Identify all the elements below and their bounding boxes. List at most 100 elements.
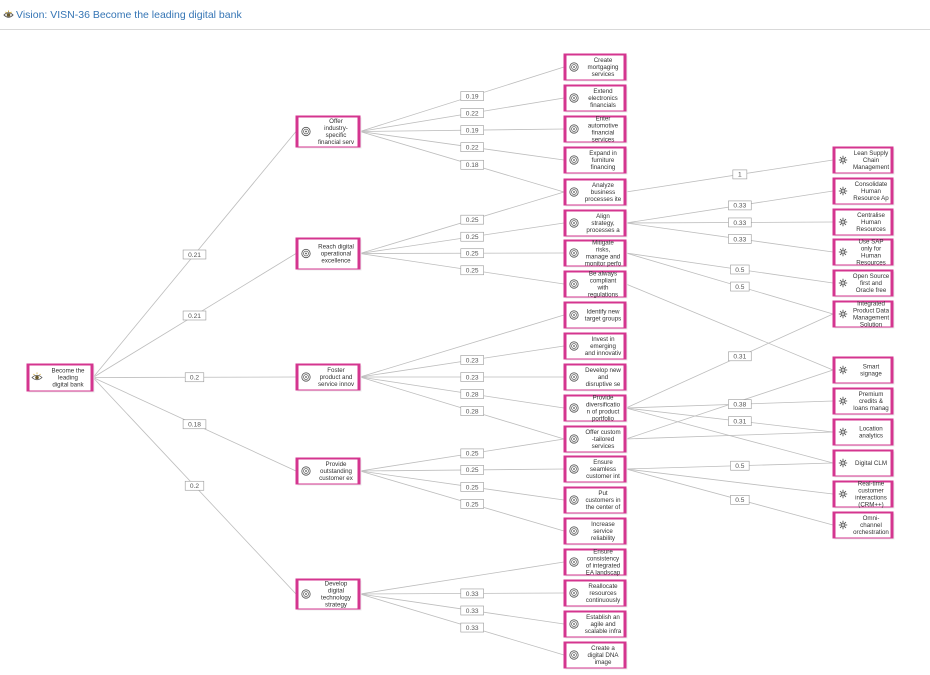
weight-label: 0.25 <box>460 265 484 276</box>
weight-value: 0.28 <box>466 391 479 398</box>
node-label-line: Analyze <box>592 182 615 189</box>
node-label-line: Foster <box>327 367 345 374</box>
weight-value: 1 <box>738 172 742 179</box>
node-label-line: Management <box>853 315 889 322</box>
node-label-line: reliability <box>591 535 616 542</box>
node-label-line: service <box>593 528 613 535</box>
weight-label: 1 <box>732 169 748 180</box>
node-label-line: product and <box>320 374 353 381</box>
node-label-line: Smart <box>863 364 880 371</box>
node-label-line: Omni- <box>863 515 880 522</box>
node-label-line: Create a <box>591 645 615 652</box>
node-label-line: digital <box>328 588 344 595</box>
weight-label: 0.25 <box>460 482 484 492</box>
weight-label: 0.18 <box>182 419 207 430</box>
weight-value: 0.33 <box>733 203 746 210</box>
edge-o7-p5 <box>625 252 834 284</box>
node-label-line: image <box>595 659 612 666</box>
edge-o5-p1 <box>625 159 834 193</box>
node-label-line: Open Source <box>853 273 890 280</box>
target-icon <box>569 434 579 444</box>
node-label-line: Integrated <box>857 301 885 308</box>
node-label-line: Chain <box>863 157 880 164</box>
weight-value: 0.19 <box>466 93 479 100</box>
node-label-line: agile and <box>590 621 616 628</box>
node-label-line: credits & <box>859 398 884 405</box>
weight-value: 0.25 <box>466 501 479 508</box>
node-label-line: services <box>592 71 615 78</box>
target-icon <box>569 464 579 474</box>
weight-label: 0.25 <box>460 214 484 225</box>
node-label-line: resources <box>589 590 616 597</box>
node-label-line: excellence <box>321 258 351 265</box>
node-label-line: Lean Supply <box>854 150 889 157</box>
node-label-line: only for <box>861 246 881 253</box>
node-label-line: financing <box>591 164 616 171</box>
node-label-line: Identify new <box>586 309 620 316</box>
weight-value: 0.25 <box>466 234 479 241</box>
page-title[interactable]: Vision: VISN-36 Become the leading digit… <box>16 9 242 21</box>
edge-o14-p12 <box>625 468 834 526</box>
weight-label: 0.33 <box>728 200 752 211</box>
target-icon <box>569 124 579 134</box>
target-icon <box>569 372 579 382</box>
node-label-line: target groups <box>585 316 621 323</box>
initiative-icon <box>838 155 848 165</box>
edge-o14-p10 <box>625 462 834 470</box>
node-label-line: specific <box>326 132 347 139</box>
weight-label: 0.19 <box>460 91 484 101</box>
node-label-line: orchestration <box>853 529 889 536</box>
weight-value: 0.22 <box>466 144 479 151</box>
node-label-line: Be always <box>589 271 617 278</box>
node-label-line: n of product <box>587 409 620 416</box>
weight-label: 0.38 <box>728 399 752 409</box>
node-label-line: financial <box>592 130 615 137</box>
weight-label: 0.21 <box>182 310 207 321</box>
node-p10[interactable]: Digital CLM <box>832 449 895 478</box>
target-icon <box>301 466 311 476</box>
initiative-icon <box>838 365 848 375</box>
node-label-line: first and <box>860 280 883 287</box>
node-label-line: disruptive se <box>586 381 621 388</box>
node-label-line: and innovativ <box>585 350 622 357</box>
node-label-line: customer <box>858 488 883 495</box>
node-label-line: EA landscap <box>586 570 621 577</box>
